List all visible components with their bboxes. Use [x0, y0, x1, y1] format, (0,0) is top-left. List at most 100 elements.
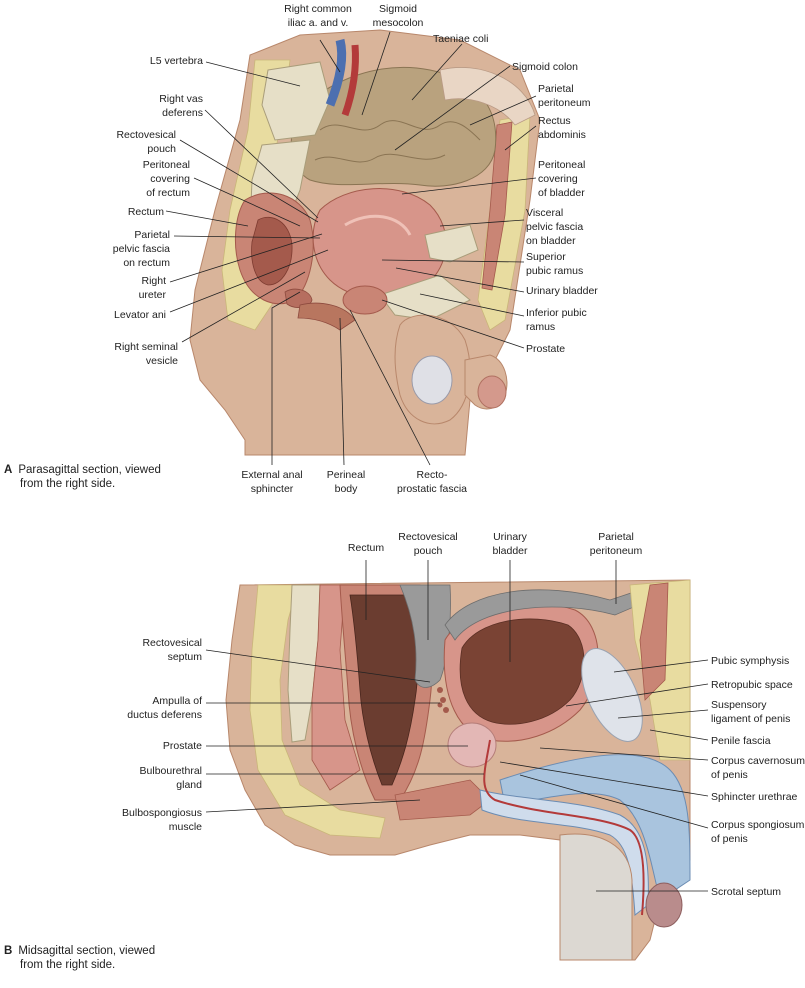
leader-sigmoid-colon	[394, 65, 511, 151]
label-b-pubic-symphysis: Pubic symphysis	[711, 655, 789, 667]
figure-a-iliac-vein	[325, 38, 347, 107]
label-b-retropubic-space: Retropubic space	[711, 679, 793, 691]
label-b-rectovesical-pouch: Rectovesical	[398, 531, 458, 543]
label-rectovesical-pouch: Rectovesical	[116, 129, 176, 141]
figure-b-prostate	[447, 722, 497, 768]
leader-b-corpus-spongiosum	[519, 774, 709, 829]
label-b-ampulla-2: ductus deferens	[127, 709, 202, 721]
label-right-vas-deferens: Right vas	[159, 93, 203, 105]
label-b-bulbospongiosus-2: muscle	[169, 821, 202, 833]
leader-rectovesical-pouch	[179, 139, 319, 223]
label-b-corpus-cavernosum-2: of penis	[711, 769, 748, 781]
figure-a-testis	[411, 355, 453, 405]
label-peritoneal-cov-rectum-2: covering	[150, 173, 190, 185]
figure-a-sigmoid-folds	[314, 120, 481, 163]
label-l5-vertebra: L5 vertebra	[150, 55, 203, 67]
label-b-parietal-peritoneum-2: peritoneum	[590, 545, 643, 557]
figure-a-prostate	[342, 285, 388, 315]
leader-right-seminal	[181, 271, 306, 343]
label-b-rectum: Rectum	[348, 542, 384, 554]
leader-external-anal	[271, 291, 301, 465]
label-urinary-bladder: Urinary bladder	[526, 285, 598, 297]
figure-a-leader-lines	[165, 31, 537, 466]
label-peritoneal-cov-rectum-3: of rectum	[146, 187, 190, 199]
label-visceral-fascia-2: pelvic fascia	[526, 221, 583, 233]
leader-right-vas-deferens	[204, 109, 319, 219]
figure-b-caption-line2: from the right side.	[20, 959, 116, 971]
figure-a-parietal-peritoneum	[439, 67, 536, 126]
label-b-ampulla: Ampulla of	[152, 695, 202, 707]
label-parietal-fascia-3: on rectum	[123, 257, 170, 269]
figure-b-pubic-symphysis	[581, 648, 643, 742]
leader-b-sphincter	[499, 761, 709, 797]
label-parietal-fascia-2: pelvic fascia	[113, 243, 170, 255]
leader-b-retropubic-space	[565, 683, 709, 707]
leader-sigmoid-mesocolon	[361, 31, 391, 116]
label-recto-prostatic-2: prostatic fascia	[397, 483, 467, 495]
label-external-anal-2: sphincter	[251, 483, 294, 495]
figure-b-scrotum	[559, 833, 633, 961]
leader-rectum	[165, 210, 249, 227]
label-parietal-fascia: Parietal	[134, 229, 170, 241]
figure-b-urinary-bladder-lumen	[459, 618, 585, 725]
label-sigmoid-mesocolon: Sigmoid	[379, 3, 417, 15]
label-b-scrotal-septum: Scrotal septum	[711, 886, 781, 898]
label-right-ureter: Right	[141, 275, 166, 287]
label-b-sphincter: Sphincter urethrae	[711, 791, 798, 803]
label-sigmoid-mesocolon-2: mesocolon	[373, 17, 424, 29]
label-b-rectovesical-septum: Rectovesical	[142, 637, 202, 649]
label-b-penile-fascia: Penile fascia	[711, 735, 771, 747]
label-recto-prostatic: Recto-	[417, 469, 448, 481]
label-external-anal: External anal	[241, 469, 302, 481]
leader-recto-prostatic	[349, 309, 431, 466]
figure-a-pubic-bone	[379, 224, 479, 321]
figure-a-iliac-artery	[341, 44, 359, 117]
figure-a-caption-line2: from the right side.	[20, 478, 116, 490]
label-visceral-fascia: Visceral	[526, 207, 563, 219]
label-b-suspensory: Suspensory	[711, 699, 767, 711]
label-right-seminal: Right seminal	[114, 341, 178, 353]
figure-b-letter: B	[4, 945, 13, 957]
label-rectus-abdominis-2: abdominis	[538, 129, 586, 141]
label-b-parietal-peritoneum: Parietal	[598, 531, 634, 543]
figure-a-illustration	[189, 29, 541, 456]
label-right-seminal-2: vesicle	[146, 355, 178, 367]
label-right-common-iliac-2: iliac a. and v.	[288, 17, 349, 29]
label-levator-ani: Levator ani	[114, 309, 166, 321]
label-peritoneal-cov-bladder-3: of bladder	[538, 187, 585, 199]
figure-a-bladder-highlight	[344, 214, 412, 236]
figure-b-urethra	[483, 739, 645, 916]
leader-peritoneal-cov-bladder	[401, 177, 537, 195]
figure-a-l5-vertebra	[261, 61, 331, 141]
leader-b-suspensory	[617, 709, 709, 719]
leader-urinary-bladder	[395, 267, 525, 293]
leader-prostate	[381, 299, 525, 349]
label-parietal-peritoneum-2: peritoneum	[538, 97, 591, 109]
leader-b-rectovesical-septum	[205, 649, 431, 683]
label-visceral-fascia-3: on bladder	[526, 235, 576, 247]
label-right-ureter-2: ureter	[139, 289, 167, 301]
label-right-vas-deferens-2: deferens	[162, 107, 203, 119]
label-b-corpus-spongiosum-2: of penis	[711, 833, 748, 845]
label-parietal-peritoneum: Parietal	[538, 83, 574, 95]
label-sigmoid-colon: Sigmoid colon	[512, 61, 578, 73]
label-right-common-iliac: Right common	[284, 3, 352, 15]
label-peritoneal-cov-bladder: Peritoneal	[538, 159, 585, 171]
label-b-suspensory-2: ligament of penis	[711, 713, 790, 725]
figure-a-seminal-vesicle	[284, 288, 313, 308]
label-b-prostate: Prostate	[163, 740, 202, 752]
leader-levator-ani	[169, 249, 329, 313]
figure-a-levator-ani	[297, 302, 356, 331]
leader-rectus-abdominis	[504, 125, 537, 151]
figure-a-labels: Right common iliac a. and v. Sigmoid mes…	[113, 3, 598, 495]
label-inferior-pubic-2: ramus	[526, 321, 555, 333]
figure-a-glans	[477, 375, 507, 409]
figure-b-labels: Rectum Rectovesical pouch Urinary bladde…	[122, 531, 805, 898]
leader-taeniae-coli	[411, 43, 463, 101]
label-b-rectovesical-septum-2: septum	[168, 651, 203, 663]
leader-b-pubic-symphysis	[613, 659, 709, 673]
